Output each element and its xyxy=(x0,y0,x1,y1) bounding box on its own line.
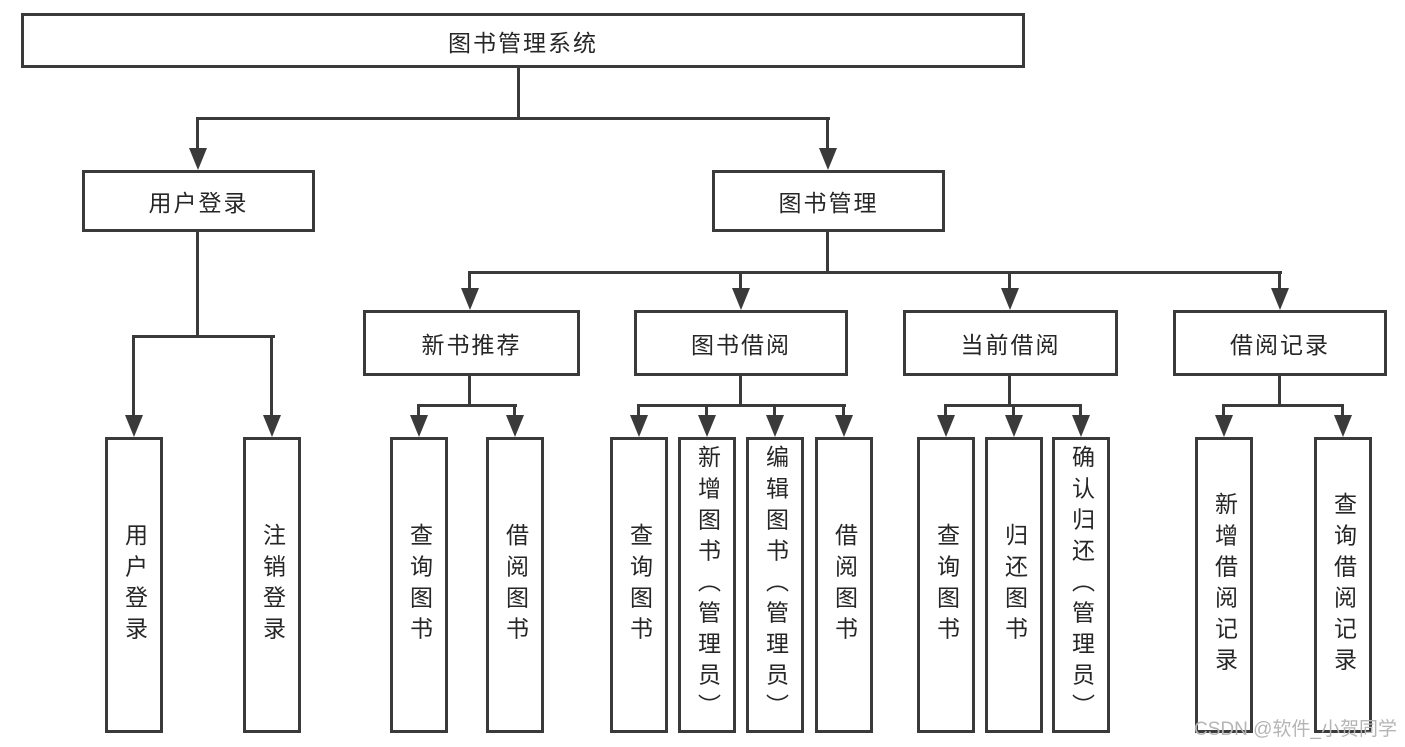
arrow-down-icon xyxy=(1005,415,1023,437)
arrow-down-icon xyxy=(766,415,784,437)
connector-branch-line xyxy=(468,271,1282,274)
connector-drop-line xyxy=(1341,404,1344,416)
connector-branch-line xyxy=(1222,404,1344,407)
connector-drop-line xyxy=(513,404,516,416)
leaf-user-login: 用户登录 xyxy=(105,437,163,733)
leaf-label: 确认归还（管理员） xyxy=(1068,445,1095,725)
leaf-add-book-admin: 新增图书（管理员） xyxy=(678,437,736,733)
arrow-down-icon xyxy=(410,415,428,437)
leaf-label: 查询图书 xyxy=(406,522,433,648)
arrow-down-icon xyxy=(1334,415,1352,437)
connector-drop-line xyxy=(1278,271,1281,290)
leaf-edit-book-admin: 编辑图书（管理员） xyxy=(746,437,804,733)
connector-stem xyxy=(1008,376,1011,406)
arrow-down-icon xyxy=(835,415,853,437)
arrow-down-icon xyxy=(819,148,837,170)
node-label: 新书推荐 xyxy=(421,332,522,358)
connector-stem xyxy=(826,232,829,273)
connector-stem xyxy=(517,68,520,119)
connector-stem xyxy=(468,376,471,406)
node-label: 借阅记录 xyxy=(1230,332,1330,358)
arrow-down-icon xyxy=(189,148,207,170)
connector-drop-line xyxy=(1222,404,1225,416)
leaf-label: 查询借阅记录 xyxy=(1330,491,1357,679)
node-label: 图书管理 xyxy=(778,190,879,216)
watermark-text: CSDN @软件_小贺同学 xyxy=(1194,719,1397,740)
connector-drop-line xyxy=(468,271,471,290)
node-book-borrowing: 图书借阅 xyxy=(634,310,848,376)
leaf-return-books: 归还图书 xyxy=(985,437,1043,733)
arrow-down-icon xyxy=(1215,415,1233,437)
leaf-add-borrow-record: 新增借阅记录 xyxy=(1195,437,1253,733)
connector-drop-line xyxy=(826,117,829,150)
connector-drop-line xyxy=(1008,271,1011,290)
leaf-label: 归还图书 xyxy=(1001,522,1028,648)
connector-drop-line xyxy=(637,404,640,416)
node-borrowing-records: 借阅记录 xyxy=(1173,310,1387,376)
connector-drop-line xyxy=(270,335,273,416)
arrow-down-icon xyxy=(732,288,750,310)
connector-drop-line xyxy=(773,404,776,416)
node-current-borrowing: 当前借阅 xyxy=(903,310,1118,376)
arrow-down-icon xyxy=(125,415,143,437)
leaf-borrow-books: 借阅图书 xyxy=(815,437,873,733)
connector-branch-line xyxy=(637,404,846,407)
leaf-label: 查询图书 xyxy=(933,522,960,648)
arrow-down-icon xyxy=(263,415,281,437)
connector-drop-line xyxy=(705,404,708,416)
connector-drop-line xyxy=(417,404,420,416)
leaf-label: 借阅图书 xyxy=(502,522,529,648)
leaf-label: 注销登录 xyxy=(259,522,286,648)
connector-stem xyxy=(739,376,742,406)
leaf-label: 查询图书 xyxy=(626,522,653,648)
leaf-query-books: 查询图书 xyxy=(390,437,448,733)
connector-drop-line xyxy=(1079,404,1082,416)
leaf-query-books: 查询图书 xyxy=(610,437,668,733)
leaf-confirm-return-admin: 确认归还（管理员） xyxy=(1052,437,1110,733)
leaf-query-books: 查询图书 xyxy=(917,437,975,733)
leaf-label: 新增借阅记录 xyxy=(1211,491,1238,679)
node-label: 图书管理系统 xyxy=(448,29,598,56)
connector-drop-line xyxy=(1012,404,1015,416)
node-new-book-recommendation: 新书推荐 xyxy=(363,310,580,376)
connector-stem xyxy=(196,232,199,336)
node-label: 图书借阅 xyxy=(691,332,791,358)
arrow-down-icon xyxy=(1001,288,1019,310)
leaf-query-borrow-record: 查询借阅记录 xyxy=(1314,437,1372,733)
connector-stem xyxy=(1278,376,1281,406)
connector-branch-line xyxy=(132,335,275,338)
connector-branch-line xyxy=(196,117,830,120)
connector-drop-line xyxy=(132,335,135,416)
arrow-down-icon xyxy=(937,415,955,437)
node-label: 当前借阅 xyxy=(960,332,1061,358)
node-library-management-system: 图书管理系统 xyxy=(21,13,1025,68)
connector-drop-line xyxy=(739,271,742,290)
arrow-down-icon xyxy=(506,415,524,437)
node-book-management: 图书管理 xyxy=(712,170,945,232)
arrow-down-icon xyxy=(1271,288,1289,310)
leaf-label: 新增图书（管理员） xyxy=(694,445,721,725)
leaf-logout-login: 注销登录 xyxy=(243,437,301,733)
leaf-label: 用户登录 xyxy=(121,522,148,648)
connector-drop-line xyxy=(944,404,947,416)
leaf-borrow-books: 借阅图书 xyxy=(486,437,544,733)
arrow-down-icon xyxy=(630,415,648,437)
arrow-down-icon xyxy=(698,415,716,437)
connector-branch-line xyxy=(417,404,517,407)
leaf-label: 编辑图书（管理员） xyxy=(762,445,789,725)
connector-drop-line xyxy=(196,117,199,150)
node-label: 用户登录 xyxy=(148,190,249,216)
node-user-login: 用户登录 xyxy=(82,170,315,232)
connector-drop-line xyxy=(842,404,845,416)
arrow-down-icon xyxy=(461,288,479,310)
arrow-down-icon xyxy=(1072,415,1090,437)
leaf-label: 借阅图书 xyxy=(831,522,858,648)
